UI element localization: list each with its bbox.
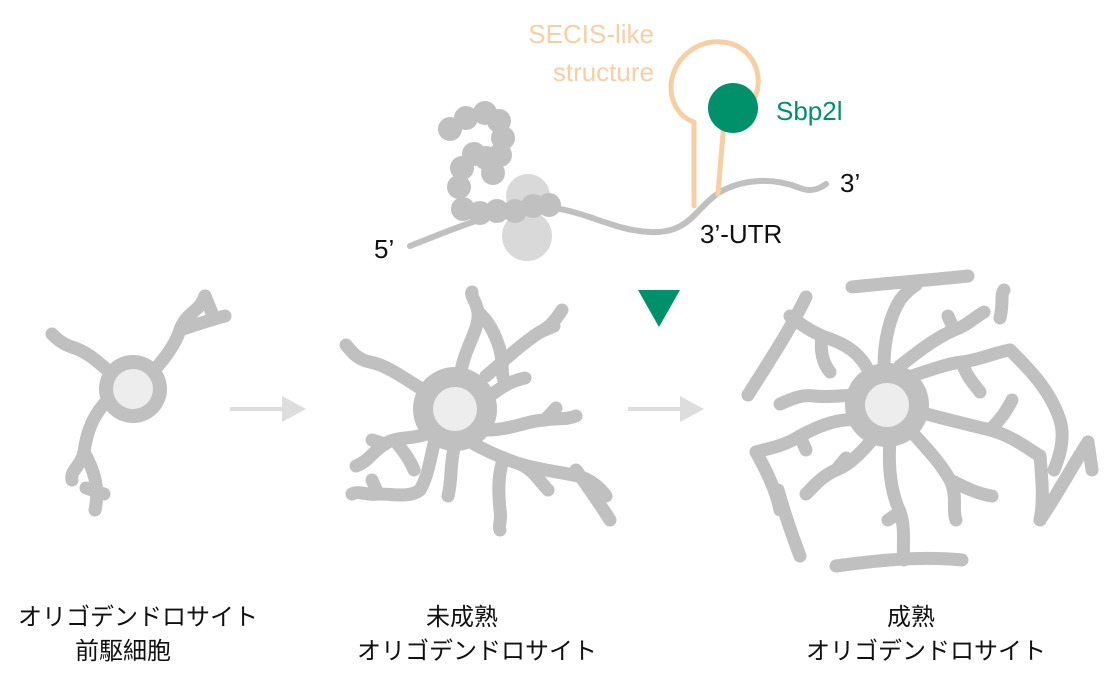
progression-arrow-2: [628, 396, 704, 422]
stage-label-immature-line1: 未成熟: [426, 603, 498, 631]
nascent-peptide-chain: [438, 101, 561, 225]
stage-label-opc: オリゴデンドロサイト 前駆細胞: [18, 600, 258, 668]
stage-label-opc-line2: 前駆細胞: [75, 637, 171, 665]
mature-oligodendrocyte-cell: [741, 269, 1099, 573]
utr-label: 3’-UTR: [700, 219, 782, 249]
immature-oligodendrocyte-cell: [339, 285, 617, 537]
opc-cell: [45, 289, 232, 517]
immature-nucleus: [433, 387, 477, 431]
opc-nucleus: [113, 369, 153, 409]
progression-arrow-1: [230, 396, 306, 422]
stage-label-mature-line2: オリゴデンドロサイト: [806, 637, 1046, 665]
three-prime-end-label: 3’: [840, 168, 860, 198]
ribosome-small-subunit: [502, 211, 552, 261]
secis-label-line1: SECIS-like: [528, 19, 654, 49]
mature-processes: [741, 269, 1099, 573]
stage-label-mature: 成熟 オリゴデンドロサイト: [806, 600, 1046, 668]
sbp2l-label: Sbp2l: [776, 96, 843, 126]
five-prime-end-label: 5’: [374, 234, 394, 264]
stage-label-immature: 未成熟 オリゴデンドロサイト: [357, 600, 597, 668]
stage-label-mature-line1: 成熟: [887, 603, 935, 631]
stage-label-opc-line1: オリゴデンドロサイト: [18, 603, 258, 631]
mature-nucleus: [865, 383, 909, 427]
sbp2l-protein: [708, 83, 758, 133]
immature-processes: [339, 285, 617, 537]
secis-label-line2: structure: [553, 57, 654, 87]
stage-label-immature-line2: オリゴデンドロサイト: [357, 637, 597, 665]
green-triangle-indicator: [638, 290, 680, 327]
mrna-schematic: SECIS-like structure Sbp2l 3’ 3’-UTR 5’: [374, 19, 860, 264]
